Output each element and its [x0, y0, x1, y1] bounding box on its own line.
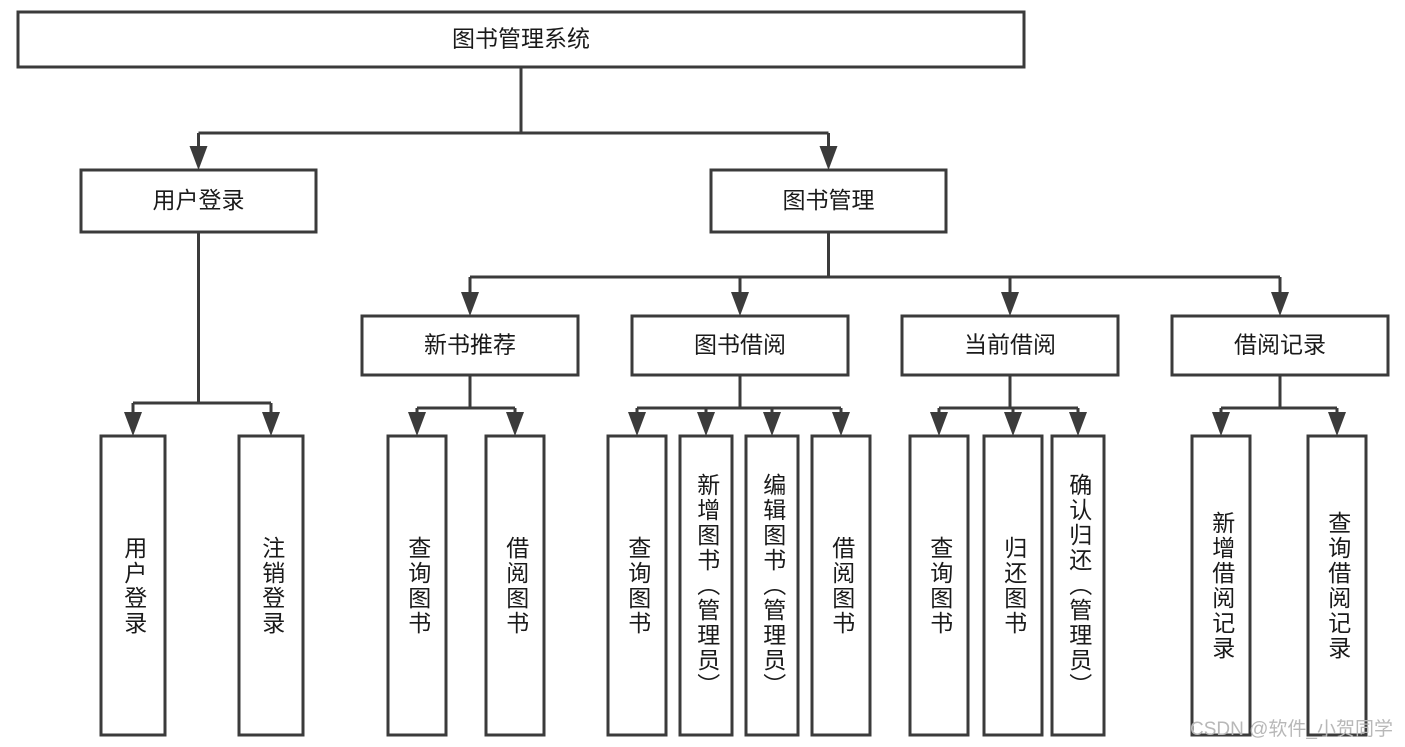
arrow-level2-to-level3-1	[731, 292, 749, 316]
node-level3-box-0[interactable]	[360, 314, 580, 377]
arrow-to-leaf-3-1	[1004, 412, 1022, 436]
node-leaf-box-3[interactable]	[484, 434, 546, 737]
node-leaf-box-0[interactable]	[99, 434, 167, 737]
node-level3-label-0: 新书推荐	[424, 332, 516, 358]
node-level3-box-2[interactable]	[900, 314, 1120, 377]
node-leaf-box-1[interactable]	[237, 434, 305, 737]
arrow-to-leaf-1-1	[506, 412, 524, 436]
node-level3-label-3: 借阅记录	[1234, 332, 1326, 358]
arrow-to-leaf-1-0	[408, 412, 426, 436]
arrow-to-leaf-3-2	[1069, 412, 1087, 436]
arrow-to-leaf-0-1	[262, 412, 280, 436]
node-leaf-box-8[interactable]	[908, 434, 970, 737]
arrow-to-leaf-4-1	[1328, 412, 1346, 436]
node-level3-label-2: 当前借阅	[964, 332, 1056, 358]
node-level2-label-0: 用户登录	[153, 187, 245, 213]
node-leaf-box-6[interactable]	[744, 434, 800, 737]
arrow-to-leaf-4-0	[1212, 412, 1230, 436]
node-level2-box-1[interactable]	[709, 168, 948, 234]
arrow-to-leaf-3-0	[930, 412, 948, 436]
node-leaf-box-11[interactable]	[1190, 434, 1252, 737]
node-level3-box-3[interactable]	[1170, 314, 1390, 377]
arrow-root-to-level2-1	[819, 146, 838, 170]
arrow-level2-to-level3-0	[461, 292, 479, 316]
node-level3-box-1[interactable]	[630, 314, 850, 377]
arrow-to-leaf-2-1	[697, 412, 715, 436]
node-leaf-box-10[interactable]	[1050, 434, 1106, 737]
boxes-layer	[16, 10, 1390, 737]
node-leaf-box-5[interactable]	[678, 434, 734, 737]
node-leaf-box-9[interactable]	[982, 434, 1044, 737]
node-leaf-box-2[interactable]	[386, 434, 448, 737]
node-level3-label-1: 图书借阅	[694, 332, 786, 358]
connectors-layer	[124, 67, 1346, 436]
arrow-to-leaf-2-2	[763, 412, 781, 436]
watermark-text: CSDN @软件_小贺同学	[1190, 719, 1393, 740]
node-root-label: 图书管理系统	[452, 26, 590, 52]
node-level2-box-0[interactable]	[79, 168, 318, 234]
arrow-level2-to-level3-3	[1271, 292, 1289, 316]
arrow-to-leaf-0-0	[124, 412, 142, 436]
node-leaf-box-4[interactable]	[606, 434, 668, 737]
arrow-to-leaf-2-3	[832, 412, 850, 436]
node-leaf-box-12[interactable]	[1306, 434, 1368, 737]
arrow-to-leaf-2-0	[628, 412, 646, 436]
arrow-root-to-level2-0	[189, 146, 208, 170]
node-root-box[interactable]	[16, 10, 1026, 69]
arrow-level2-to-level3-2	[1001, 292, 1019, 316]
node-level2-label-1: 图书管理	[783, 187, 875, 213]
node-leaf-box-7[interactable]	[810, 434, 872, 737]
